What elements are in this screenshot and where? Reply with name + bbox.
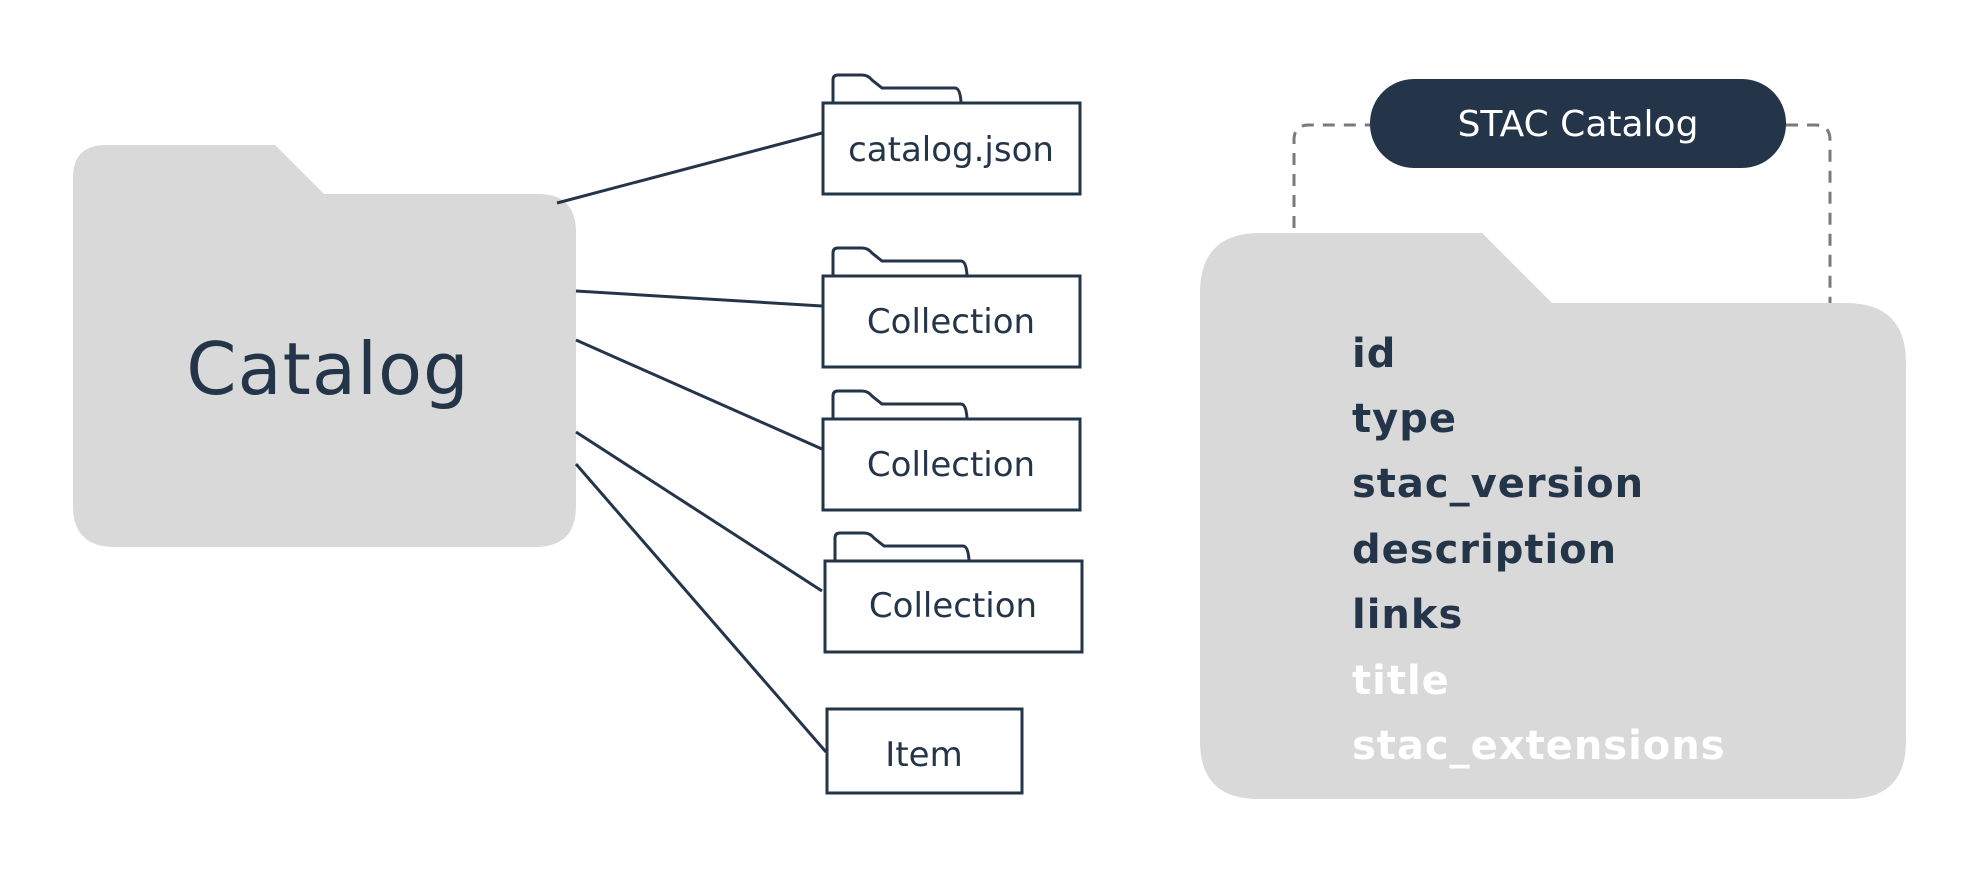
field-description: description <box>1352 527 1617 573</box>
connector-line-collection-3 <box>575 430 823 593</box>
field-links: links <box>1352 592 1463 638</box>
child-box <box>821 274 1082 369</box>
folder-tab-icon <box>833 531 971 561</box>
field-type: type <box>1352 396 1457 442</box>
child-item: Item <box>825 707 1024 795</box>
stac-field-list: id type stac_version description links t… <box>1352 331 1726 769</box>
child-collection-2: Collection <box>821 389 1082 512</box>
field-stac-extensions: stac_extensions <box>1352 723 1726 769</box>
stac-catalog-pill <box>1370 79 1786 168</box>
connector-line-collection-1 <box>575 289 823 308</box>
field-title: title <box>1352 658 1450 704</box>
child-catalog-json: catalog.json <box>821 73 1082 196</box>
child-box <box>823 559 1084 654</box>
dashed-bracket <box>1292 123 1832 303</box>
field-stac-version: stac_version <box>1352 461 1644 507</box>
connector-line-catalog-json <box>556 131 823 205</box>
catalog-folder: Catalog <box>73 145 576 547</box>
folder-tab-icon <box>831 73 963 103</box>
child-label: Item <box>885 735 962 775</box>
child-box <box>825 707 1024 795</box>
connector-lines <box>556 131 828 753</box>
catalog-folder-shape <box>73 145 576 547</box>
connector-line-item <box>574 463 828 753</box>
child-box <box>821 101 1082 196</box>
connector-line-collection-2 <box>575 338 823 451</box>
child-label: Collection <box>867 302 1035 342</box>
child-collection-3: Collection <box>823 531 1084 654</box>
child-collection-1: Collection <box>821 246 1082 369</box>
child-label: Collection <box>869 586 1037 626</box>
child-label: catalog.json <box>848 130 1054 170</box>
stac-catalog-title: STAC Catalog <box>1458 104 1699 145</box>
stac-catalog-card: STAC Catalog id type stac_version descri… <box>1200 79 1906 799</box>
child-box <box>821 417 1082 512</box>
folder-tab-icon <box>831 246 969 276</box>
stac-folder-shape <box>1200 233 1906 799</box>
catalog-folder-label: Catalog <box>186 327 470 411</box>
field-id: id <box>1352 331 1396 377</box>
folder-tab-icon <box>831 389 969 419</box>
child-label: Collection <box>867 445 1035 485</box>
